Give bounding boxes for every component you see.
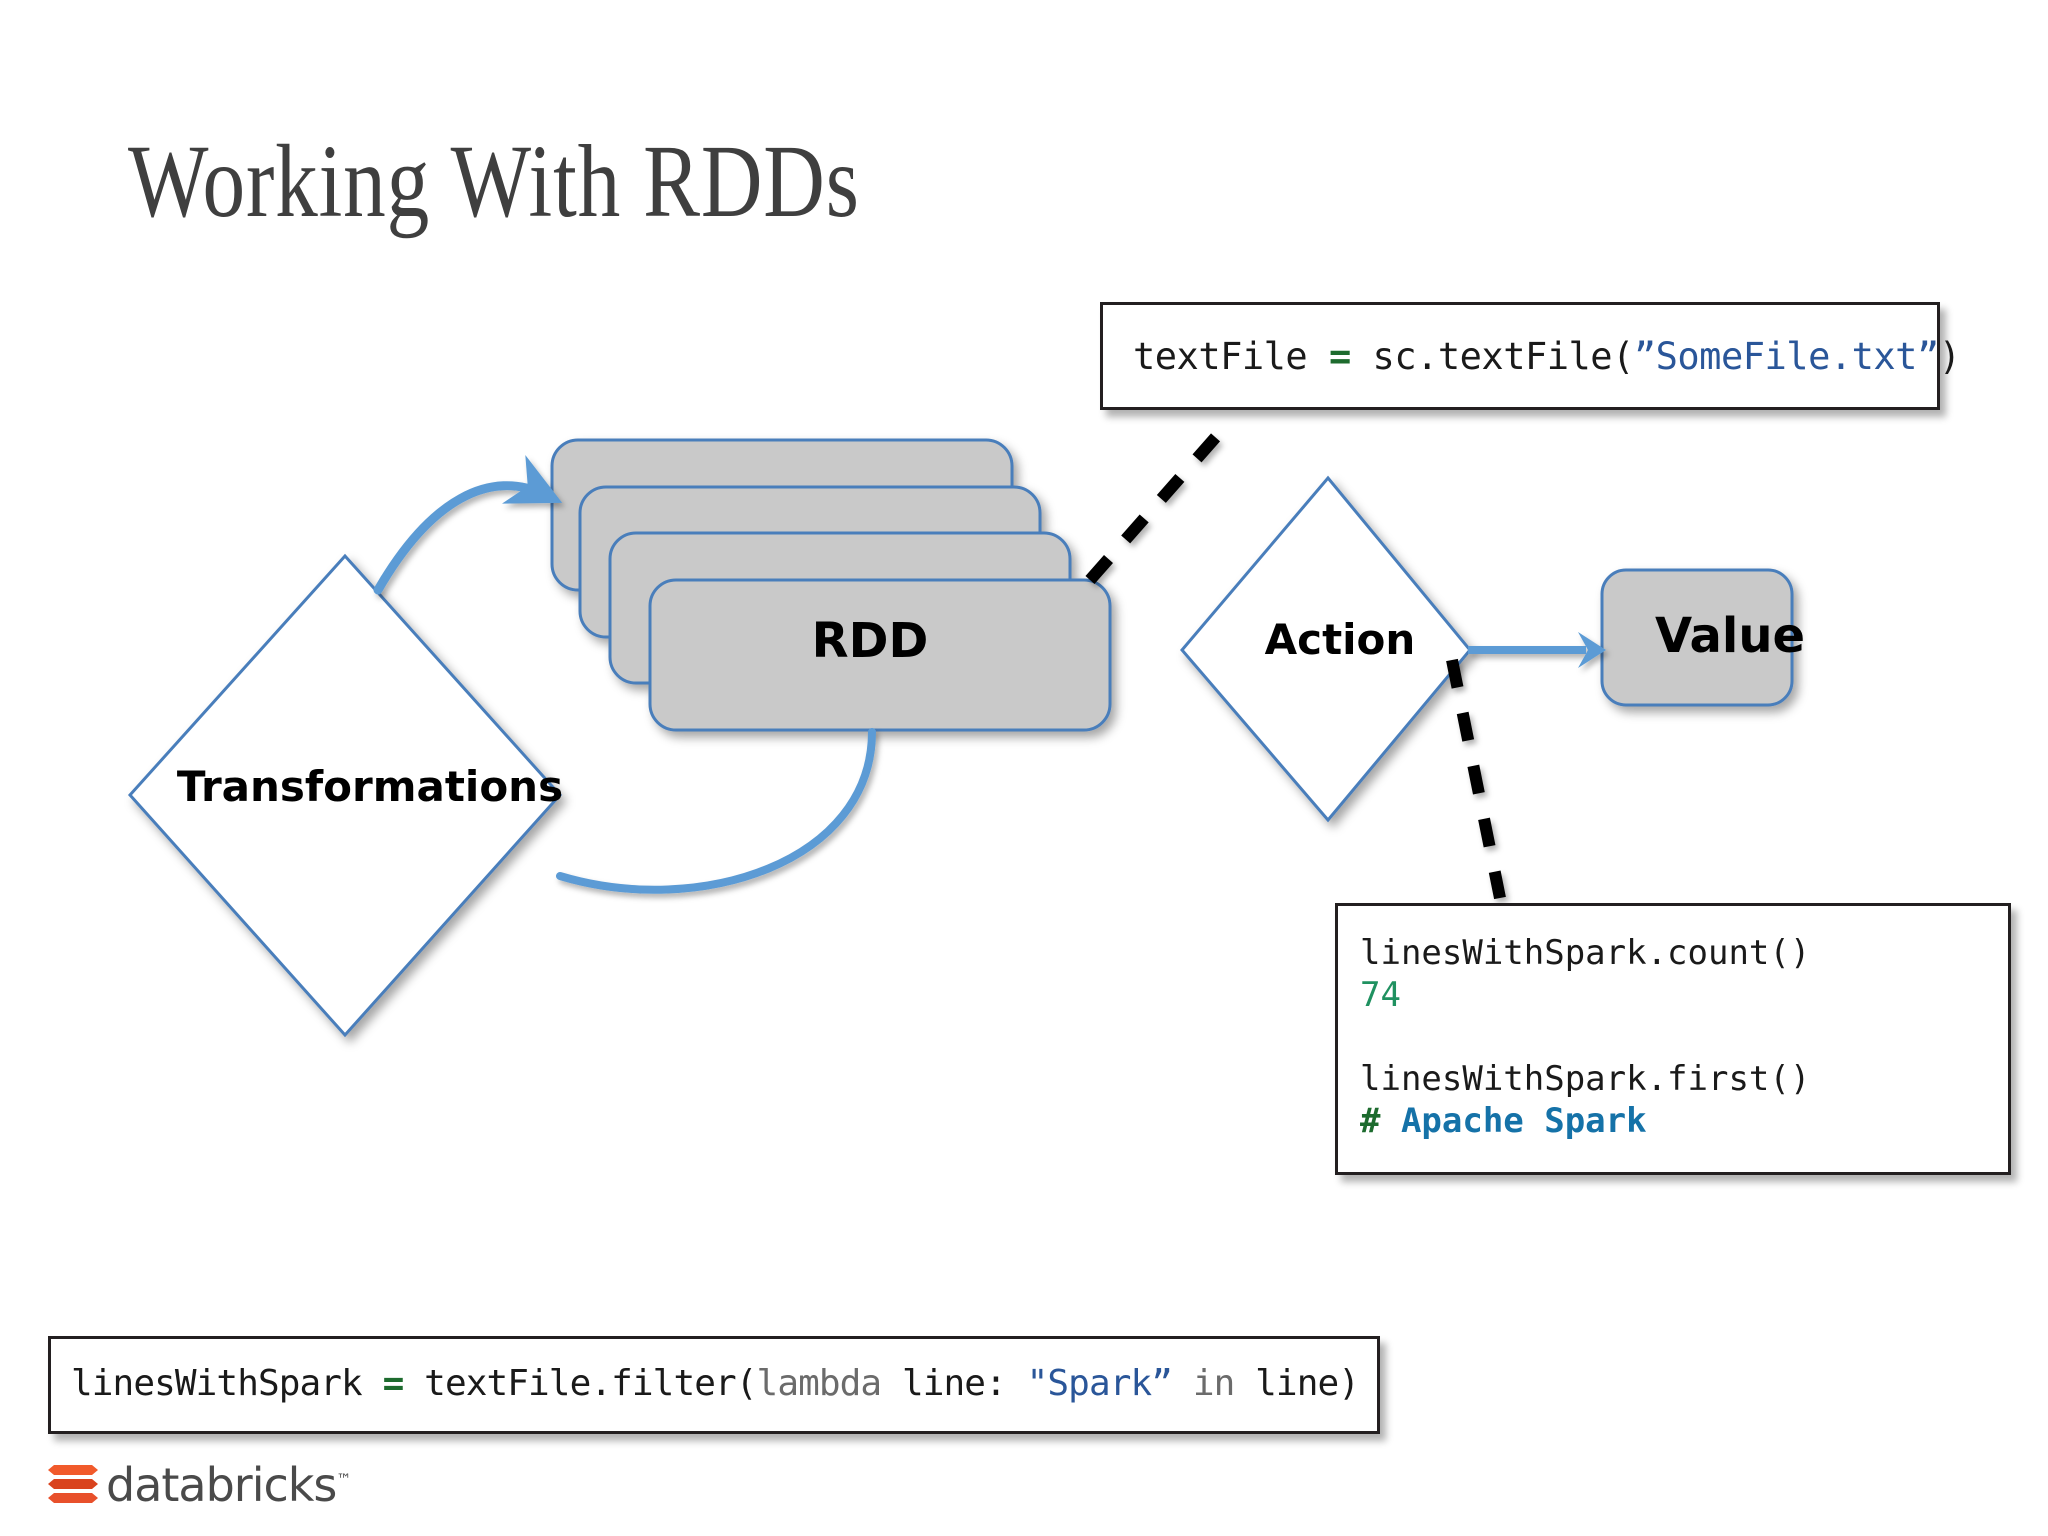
value-box (1600, 568, 1794, 707)
dashed-action-to-code-right (1446, 658, 1506, 900)
logo-wordmark-text: databricks (106, 1458, 337, 1512)
logo-bar-bottom (48, 1493, 98, 1503)
code-line-output-count: 74 (1360, 975, 1401, 1015)
trademark-symbol: ™ (336, 1470, 351, 1489)
code-token-string: "Spark” (1026, 1363, 1173, 1404)
logo-bar-middle (48, 1479, 98, 1489)
code-token-param: line: (881, 1363, 1027, 1404)
code-callout-textfile: textFile = sc.textFile(”SomeFile.txt”) (1100, 302, 1961, 410)
code-callout-filter: linesWithSpark = textFile.filter(lambda … (48, 1336, 1380, 1434)
action-label: Action (1264, 615, 1416, 664)
code-callout-actions: linesWithSpark.count()74 linesWithSpark.… (1335, 903, 2011, 1175)
transformations-label: Transformations (176, 762, 564, 811)
dashed-rdd-to-code-top (1085, 426, 1227, 584)
databricks-logo: databricks™ (48, 1456, 351, 1514)
code-line-output-first: # Apache Spark (1360, 1100, 2008, 1142)
edge-rdd-to-transformations (556, 728, 876, 894)
logo-wordmark: databricks™ (106, 1458, 351, 1512)
edge-transformations-to-rdd (373, 455, 563, 595)
code-token-identifier: linesWithSpark (71, 1363, 383, 1404)
logo-bar-top (48, 1465, 98, 1475)
edge-action-to-value (1468, 632, 1606, 668)
code-line-blank (1360, 1016, 2008, 1058)
code-token-call: sc.textFile( (1350, 335, 1635, 378)
code-token-keyword-lambda: lambda (756, 1363, 883, 1404)
code-token-hash: # (1360, 1101, 1381, 1141)
code-line: linesWithSpark.count() (1360, 933, 1811, 973)
page-title: Working With RDDs (128, 124, 860, 239)
code-token-operator: = (1328, 335, 1351, 378)
code-token-paren: ) (1938, 335, 1961, 378)
code-token-output: Apache Spark (1380, 1101, 1647, 1141)
code-token-call: textFile.filter( (403, 1363, 757, 1404)
rdd-label: RDD (811, 613, 929, 669)
value-label: Value (1654, 608, 1806, 664)
code-line: linesWithSpark.first() (1360, 1059, 1811, 1099)
rdd-stack (550, 438, 1112, 732)
code-token-tail: line) (1234, 1363, 1360, 1404)
code-token-string: ”SomeFile.txt” (1633, 335, 1939, 378)
code-token-operator: = (382, 1363, 405, 1404)
databricks-stack-icon (48, 1463, 98, 1507)
code-token-keyword-in: in (1172, 1363, 1235, 1404)
code-token-identifier: textFile (1133, 335, 1329, 378)
action-diamond (1180, 475, 1472, 823)
